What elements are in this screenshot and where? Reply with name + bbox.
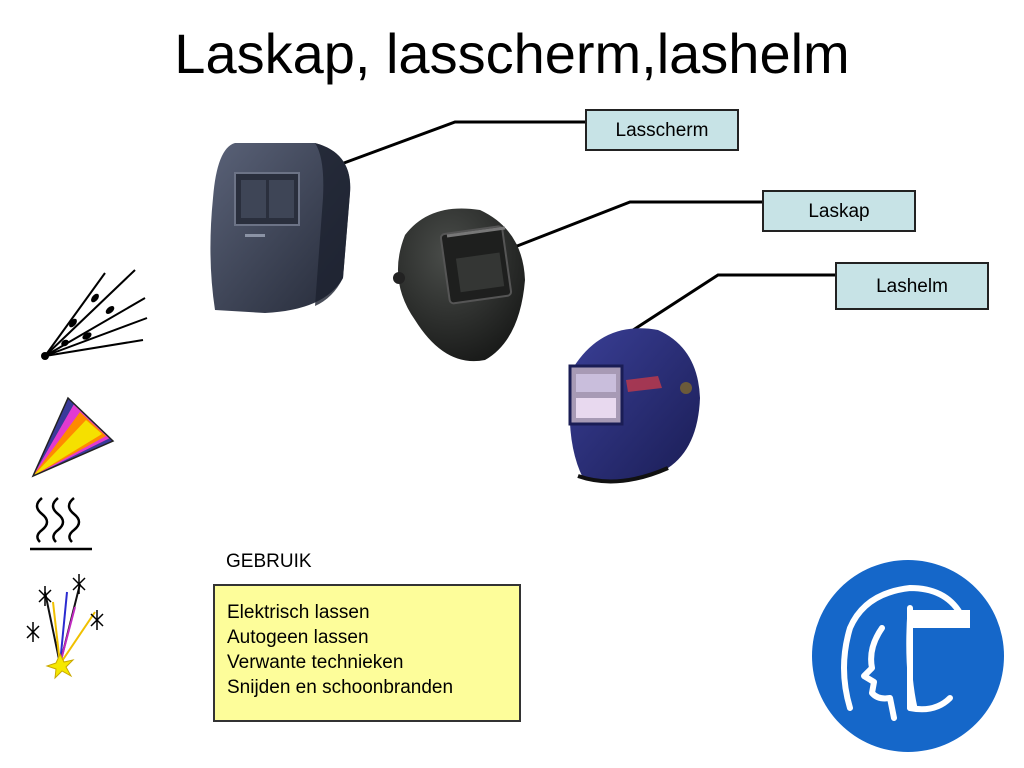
label-laskap: Laskap — [762, 190, 916, 232]
spark-icon — [41, 269, 148, 360]
usage-heading: GEBRUIK — [226, 551, 312, 572]
label-lasscherm: Lasscherm — [585, 109, 739, 151]
slide-title: Laskap, lasscherm,lashelm — [174, 22, 850, 85]
usage-item: Verwante technieken — [227, 652, 404, 673]
lashelm-image — [568, 328, 700, 484]
usage-item: Autogeen lassen — [227, 627, 369, 648]
lasscherm-image — [210, 143, 351, 313]
laskap-image — [393, 208, 525, 362]
usage-box: Elektrisch lassen Autogeen lassen Verwan… — [213, 584, 521, 722]
usage-item: Elektrisch lassen — [227, 602, 370, 623]
star-spark-icon — [26, 574, 104, 680]
usage-item: Snijden en schoonbranden — [227, 677, 454, 698]
label-lashelm: Lashelm — [835, 262, 989, 310]
uv-light-icon — [31, 396, 115, 478]
face-shield-sign-icon — [812, 560, 1004, 752]
heat-icon — [30, 497, 92, 551]
